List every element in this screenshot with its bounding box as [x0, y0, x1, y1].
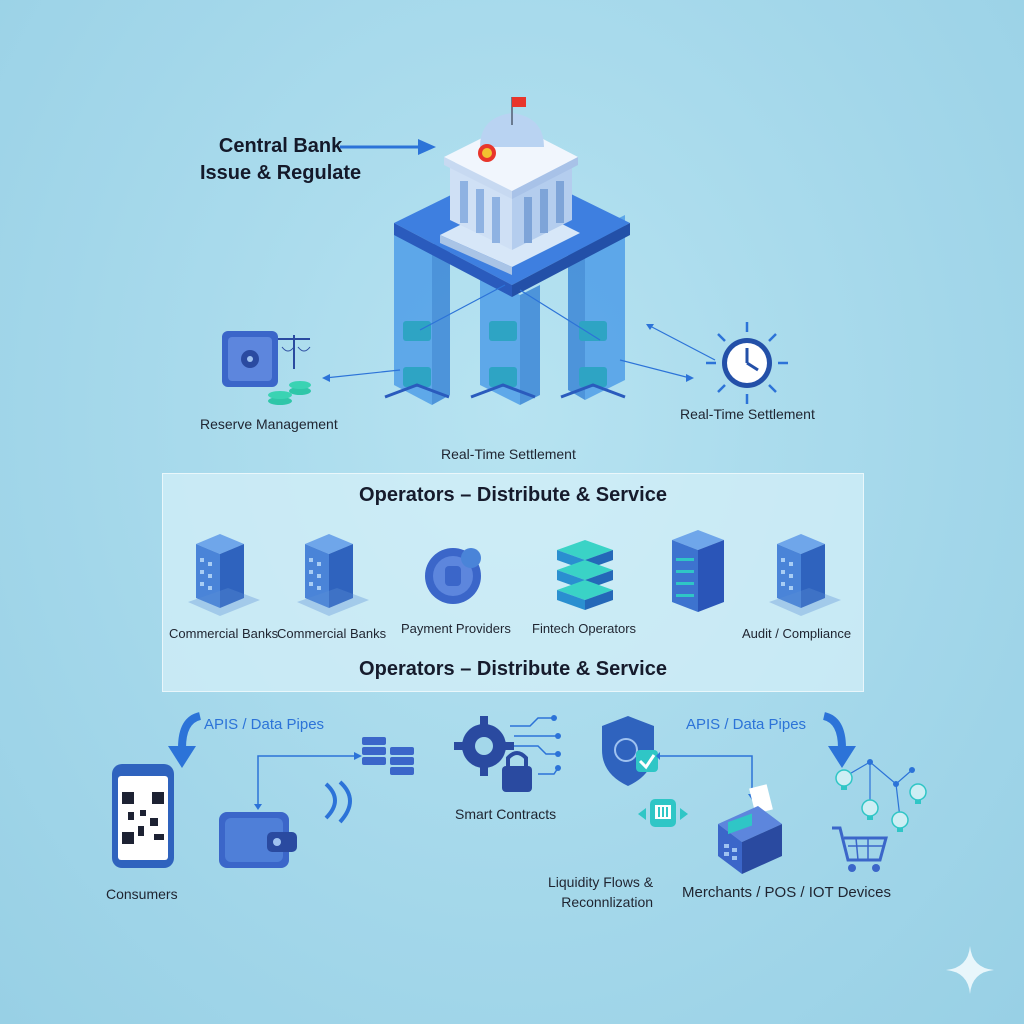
liquidity-label-line1: Liquidity Flows &: [548, 874, 654, 890]
real-time-settlement-center-label: Real-Time Settlement: [441, 446, 576, 462]
smart-contracts-label: Smart Contracts: [455, 806, 557, 822]
operator-label-2: Commercial Banks: [277, 626, 387, 641]
liquidity-label: Liquidity Flows & Reconnlization: [548, 872, 653, 912]
server-rack-icon: [672, 530, 724, 612]
mini-servers-icon: [362, 737, 414, 775]
building-icon: [769, 534, 841, 616]
reserve-vault-icon: [222, 331, 311, 405]
wallet-connector: [254, 752, 362, 810]
clock-icon: [706, 322, 788, 404]
curved-arrow-left: [168, 712, 202, 768]
phone-qr-icon: [112, 764, 174, 868]
reserve-management-label: Reserve Management: [200, 416, 338, 432]
wireless-signal-icon: [324, 780, 352, 824]
apis-left-label: APIS / Data Pipes: [204, 716, 325, 733]
real-time-settlement-right-label: Real-Time Settlement: [680, 406, 815, 422]
operators-panel-title-bottom: Operators – Distribute & Service: [359, 658, 667, 680]
central-bank-title: Central Bank Issue & Regulate: [200, 133, 361, 187]
data-chip-icon: [638, 799, 688, 827]
consumers-label: Consumers: [106, 886, 178, 902]
shield-check-icon: [602, 716, 658, 786]
payment-coin-icon: [425, 548, 481, 604]
operator-label-5: Audit / Compliance: [742, 626, 852, 641]
ledger-blocks: [384, 321, 626, 399]
wallet-icon: [219, 812, 297, 868]
operators-panel: Operators – Distribute & Service Commerc…: [162, 473, 864, 692]
liquidity-label-line2: Reconnlization: [561, 894, 654, 910]
operator-label-1: Commercial Banks: [169, 626, 279, 641]
apis-right-label: APIS / Data Pipes: [686, 716, 807, 733]
operators-panel-title-top: Operators – Distribute & Service: [359, 484, 667, 506]
curved-arrow-right: [822, 712, 856, 768]
central-bank-title-line2: Issue & Regulate: [200, 162, 362, 184]
sparkle-watermark-icon: [946, 946, 994, 994]
merchants-label: Merchants / POS / IOT Devices: [682, 884, 891, 901]
building-icon: [297, 534, 369, 616]
iot-devices-icon: [832, 759, 927, 872]
fintech-blocks-icon: [557, 540, 613, 610]
central-bank-arrow: [340, 139, 436, 155]
gear-lock-icon: [454, 715, 561, 792]
pos-terminal-icon: [718, 784, 782, 874]
operator-label-3: Payment Providers: [401, 621, 511, 636]
central-bank-title-line1: Central Bank: [218, 135, 343, 157]
building-icon: [188, 534, 260, 616]
operator-label-4: Fintech Operators: [532, 621, 637, 636]
